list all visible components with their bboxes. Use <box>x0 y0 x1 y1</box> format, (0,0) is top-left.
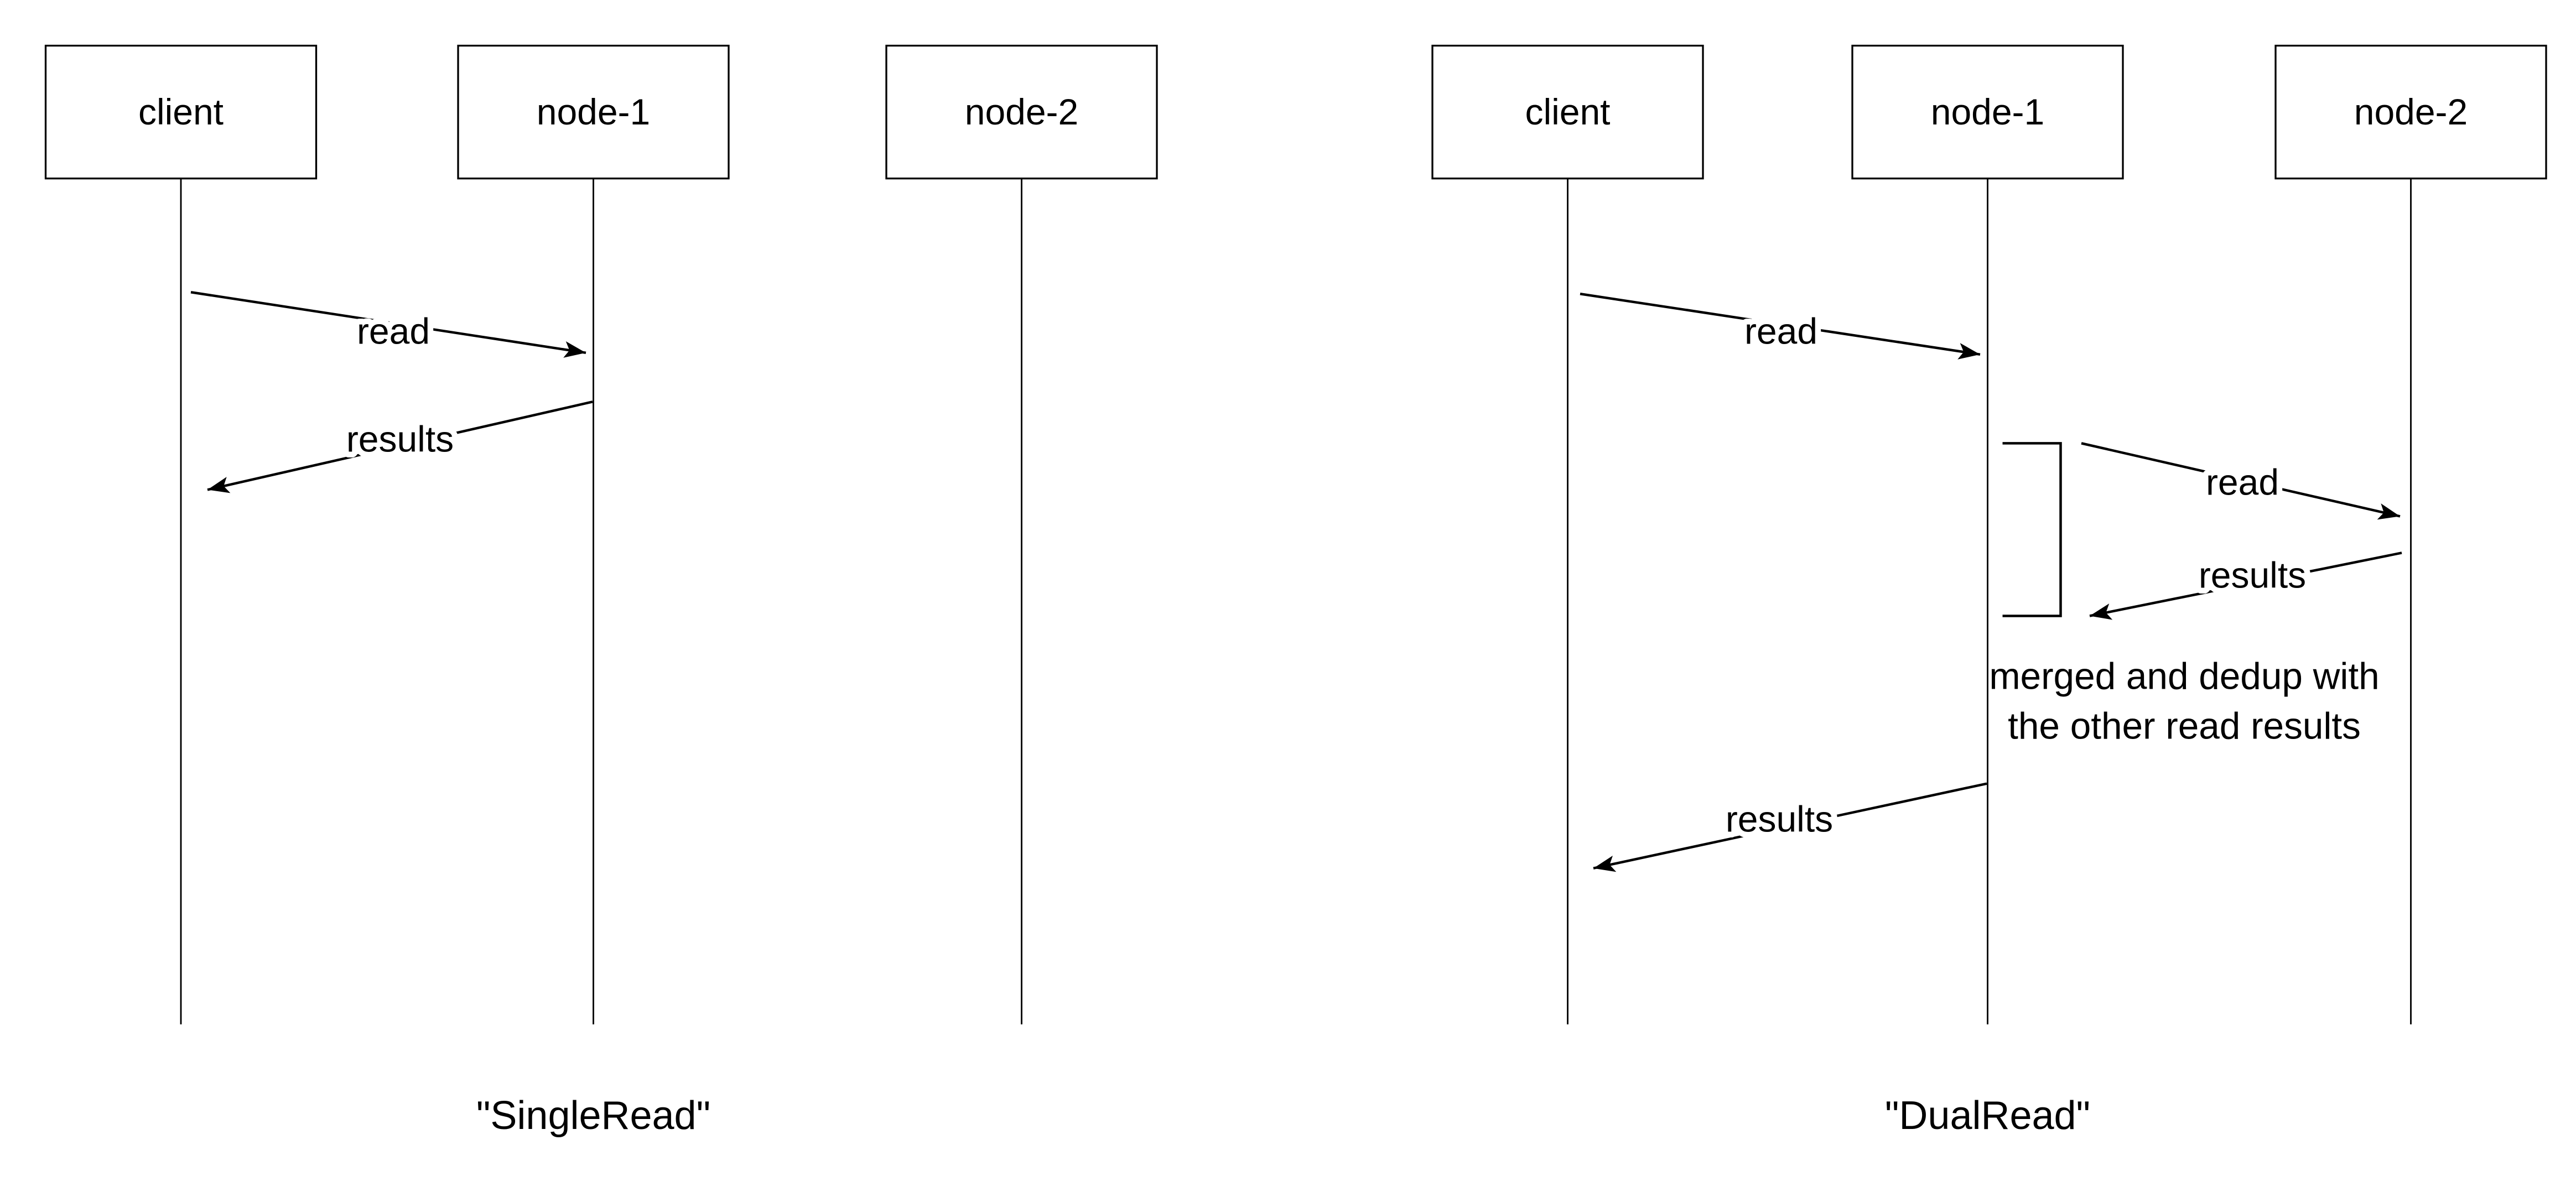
message-label-results: results <box>346 418 454 459</box>
actor-label-node-1: node-1 <box>537 91 650 132</box>
actor-label-node-2: node-2 <box>965 91 1078 132</box>
note-line-2: the other read results <box>2008 706 2361 747</box>
actor-box-client <box>1431 44 1704 180</box>
actor-box-client <box>44 44 318 180</box>
dualread-diagram: client node-1 node-2 read read results m… <box>1431 44 2547 1138</box>
caption-singleread: "SingleRead" <box>476 1094 710 1138</box>
message-label-read: read <box>357 310 430 351</box>
actor-box-node-1 <box>457 44 730 180</box>
message-label-read-2: read <box>2206 461 2279 502</box>
singleread-diagram: client node-1 node-2 read results "Singl… <box>44 44 1158 1138</box>
message-arrow-read <box>1580 293 1981 360</box>
actor-label-client: client <box>138 91 224 132</box>
actor-label-node-2: node-2 <box>2354 91 2468 132</box>
message-label-results: results <box>1726 799 1833 840</box>
message-arrow-read-2 <box>2081 442 2401 520</box>
actor-label-node-1: node-1 <box>1931 91 2044 132</box>
actor-box-node-2 <box>885 44 1158 180</box>
actor-label-client: client <box>1525 91 1610 132</box>
message-label-read: read <box>1744 310 1817 351</box>
message-arrow-results-2 <box>2089 551 2402 620</box>
note-line-1: merged and dedup with <box>1989 656 2379 698</box>
message-label-results-2: results <box>2199 554 2306 595</box>
actor-box-node-1 <box>1851 44 2124 180</box>
caption-dualread: "DualRead" <box>1885 1094 2090 1138</box>
actor-box-node-2 <box>2274 44 2547 180</box>
message-arrow-read <box>190 291 586 358</box>
message-arrow-results <box>1593 782 1987 872</box>
activation-bracket <box>2002 442 2062 617</box>
message-arrow-results <box>207 400 593 493</box>
